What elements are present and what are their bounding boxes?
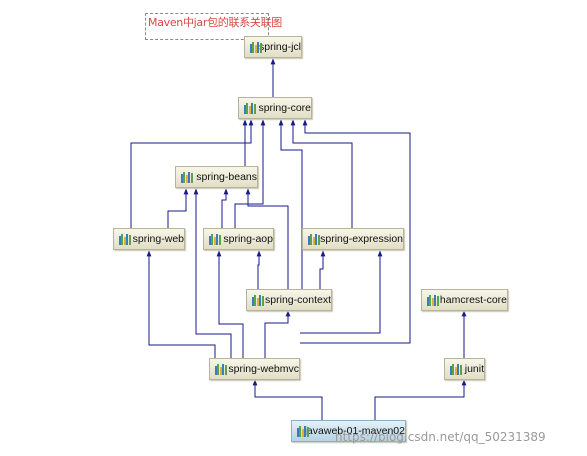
watermark: https://blog.csdn.net/qq_50231389 [335, 430, 546, 444]
dependency-edges [130, 58, 467, 420]
jar-library-icon [244, 102, 256, 114]
edge-javaweb-01-maven02-to-junit [374, 379, 467, 420]
jar-library-icon [181, 171, 193, 183]
edge-spring-webmvc-to-spring-beans [193, 188, 232, 358]
node-javaweb-01-maven02[interactable]: javaweb-01-maven02 [291, 420, 406, 442]
edge-spring-webmvc-to-spring-web [146, 250, 216, 358]
diagram-title: Maven中jar包的联系关联图 [148, 16, 282, 29]
edge-spring-aop-to-spring-beans [221, 188, 229, 228]
jar-library-icon [252, 294, 264, 306]
jar-library-icon [308, 233, 320, 245]
node-label: spring-jcl [258, 41, 301, 53]
node-hamcrest-core[interactable]: hamcrest-core [421, 289, 508, 311]
edge-spring-context-to-spring-beans [245, 188, 289, 289]
jar-library-icon [297, 425, 309, 437]
node-spring-aop[interactable]: spring-aop [203, 228, 274, 250]
node-label: spring-aop [223, 233, 273, 245]
edge-spring-webmvc-to-spring-core [300, 119, 411, 344]
edge-javaweb-01-maven02-to-spring-webmvc [252, 379, 323, 420]
node-label: spring-web [132, 233, 184, 245]
edge-spring-aop-to-spring-core [234, 119, 266, 228]
jar-library-icon [209, 233, 221, 245]
edge-spring-expression-to-spring-core [290, 119, 353, 228]
node-spring-expression[interactable]: spring-expression [302, 228, 404, 250]
node-label: junit [464, 363, 484, 375]
diagram-title-box: Maven中jar包的联系关联图 [145, 13, 282, 40]
edge-spring-webmvc-to-spring-aop [216, 250, 244, 358]
jar-library-icon [250, 41, 262, 53]
node-label: spring-expression [320, 233, 403, 245]
jar-library-icon [450, 363, 462, 375]
node-label: spring-beans [196, 171, 257, 183]
edge-spring-web-to-spring-core [130, 119, 254, 228]
node-spring-web[interactable]: spring-web [113, 228, 185, 250]
jar-library-icon [427, 294, 439, 306]
node-label: spring-context [265, 294, 331, 306]
node-label: spring-webmvc [228, 363, 299, 375]
jar-library-icon [215, 363, 227, 375]
edge-spring-context-to-spring-core [278, 119, 303, 289]
edge-spring-web-to-spring-beans [167, 188, 189, 228]
node-spring-jcl[interactable]: spring-jcl [244, 36, 302, 58]
edge-spring-context-to-spring-expression [319, 250, 326, 289]
edge-spring-webmvc-to-spring-context [264, 310, 291, 358]
edge-spring-webmvc-to-spring-expression [300, 250, 383, 334]
jar-library-icon [119, 233, 131, 245]
node-spring-core[interactable]: spring-core [238, 97, 312, 119]
node-label: spring-core [258, 102, 311, 114]
node-spring-beans[interactable]: spring-beans [175, 166, 258, 188]
node-label: hamcrest-core [439, 294, 507, 306]
node-spring-webmvc[interactable]: spring-webmvc [209, 358, 300, 380]
node-spring-context[interactable]: spring-context [246, 289, 332, 311]
node-label: javaweb-01-maven02 [304, 425, 405, 437]
node-junit[interactable]: junit [444, 358, 485, 380]
edge-spring-context-to-spring-aop [256, 250, 262, 289]
